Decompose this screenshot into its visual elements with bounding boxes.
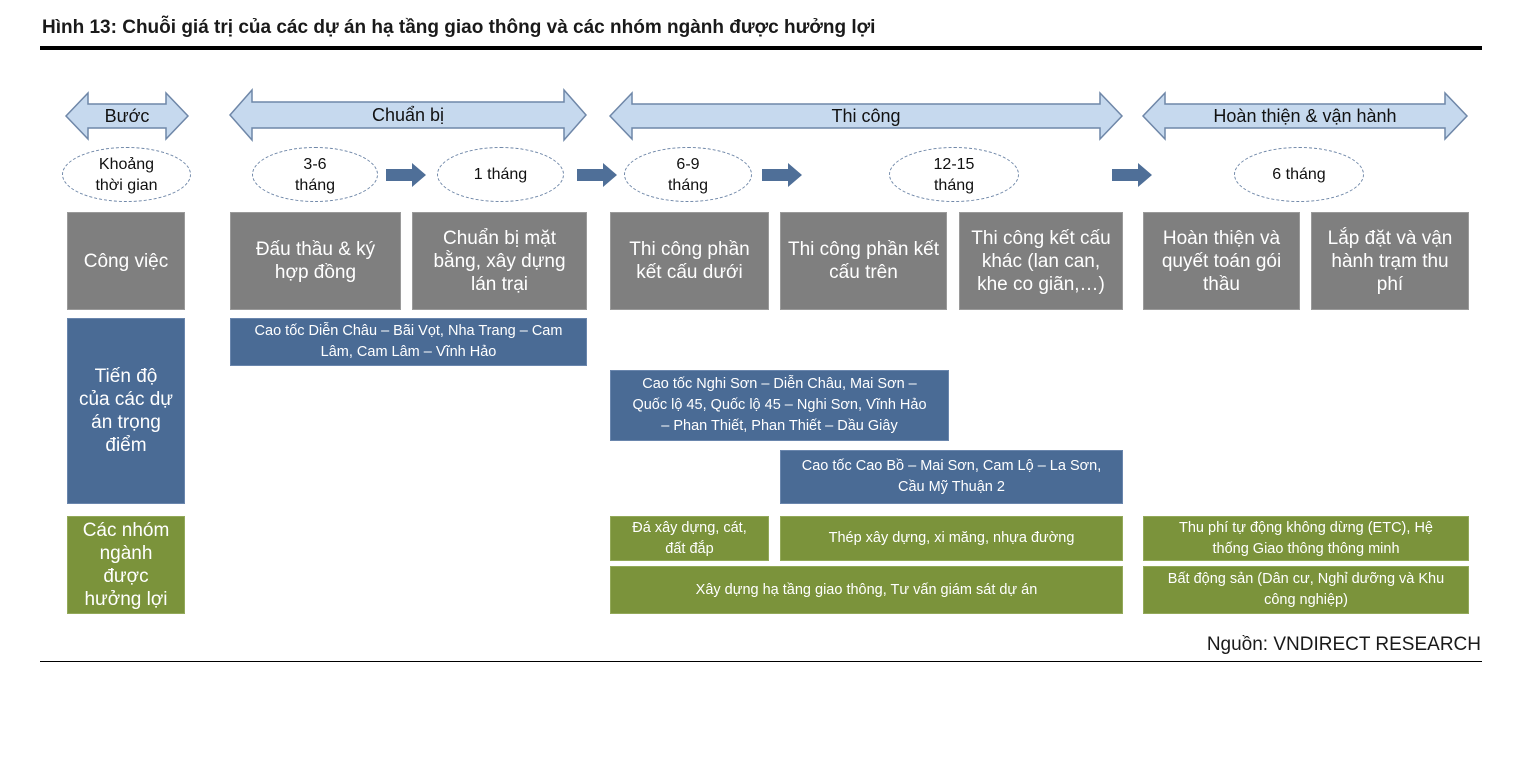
duration-oval-3: 6-9 tháng bbox=[624, 147, 752, 202]
duration-oval-5: 6 tháng bbox=[1234, 147, 1364, 202]
figure-title: Hình 13: Chuỗi giá trị của các dự án hạ … bbox=[42, 17, 876, 38]
beneficiary-box-3: Thu phí tự động không dừng (ETC), Hệ thố… bbox=[1143, 516, 1469, 561]
progress-bar-1: Cao tốc Diễn Châu – Bãi Vọt, Nha Trang –… bbox=[230, 318, 587, 366]
phase-arrow-prepare bbox=[229, 88, 587, 142]
task-box-5: Thi công kết cấu khác (lan can, khe co g… bbox=[959, 212, 1123, 310]
row-label-tasks: Công việc bbox=[67, 212, 185, 310]
duration-text-5: 6 tháng bbox=[1272, 166, 1326, 183]
task-box-4: Thi công phần kết cấu trên bbox=[780, 212, 947, 310]
forward-arrow-icon bbox=[1112, 163, 1152, 187]
duration-text-3: 6-9 tháng bbox=[667, 155, 709, 194]
duration-text-2: 1 tháng bbox=[473, 166, 528, 183]
forward-arrow-icon bbox=[386, 163, 426, 187]
task-box-2: Chuẩn bị mặt bằng, xây dựng lán trại bbox=[412, 212, 587, 310]
task-box-7: Lắp đặt và vận hành trạm thu phí bbox=[1311, 212, 1469, 310]
row-label-progress: Tiến độ của các dự án trọng điểm bbox=[67, 318, 185, 504]
task-box-1: Đấu thầu & ký hợp đồng bbox=[230, 212, 401, 310]
duration-label-oval: Khoảng thời gian bbox=[62, 147, 191, 202]
beneficiary-box-5: Bất động sản (Dân cư, Nghỉ dưỡng và Khu … bbox=[1143, 566, 1469, 614]
beneficiary-box-4: Xây dựng hạ tầng giao thông, Tư vấn giám… bbox=[610, 566, 1123, 614]
row-label-beneficiaries: Các nhóm ngành được hưởng lợi bbox=[67, 516, 185, 614]
title-rule bbox=[40, 46, 1482, 50]
phase-label-step: Bước bbox=[104, 105, 150, 126]
phase-arrow-construct bbox=[608, 91, 1124, 141]
progress-bar-2: Cao tốc Nghi Sơn – Diễn Châu, Mai Sơn – … bbox=[610, 370, 949, 441]
duration-text-4: 12-15 tháng bbox=[933, 155, 975, 194]
source-note: Nguồn: VNDIRECT RESEARCH bbox=[1206, 634, 1481, 655]
phase-arrow-step bbox=[64, 91, 190, 141]
phase-arrow-finish bbox=[1141, 91, 1469, 141]
phase-label-construct: Thi công bbox=[831, 105, 901, 126]
duration-label: Khoảng thời gian bbox=[95, 155, 158, 194]
task-box-3: Thi công phần kết cấu dưới bbox=[610, 212, 769, 310]
beneficiary-box-1: Đá xây dựng, cát, đất đắp bbox=[610, 516, 769, 561]
duration-text-1: 3-6 tháng bbox=[294, 155, 336, 194]
duration-oval-4: 12-15 tháng bbox=[889, 147, 1019, 202]
bottom-rule bbox=[40, 661, 1482, 662]
duration-oval-1: 3-6 tháng bbox=[252, 147, 378, 202]
duration-oval-2: 1 tháng bbox=[437, 147, 564, 202]
phase-label-finish: Hoàn thiện & vận hành bbox=[1213, 105, 1397, 126]
task-box-6: Hoàn thiện và quyết toán gói thầu bbox=[1143, 212, 1300, 310]
forward-arrow-icon bbox=[577, 163, 617, 187]
forward-arrow-icon bbox=[762, 163, 802, 187]
beneficiary-box-2: Thép xây dựng, xi măng, nhựa đường bbox=[780, 516, 1123, 561]
phase-label-prepare: Chuẩn bị bbox=[371, 104, 445, 125]
progress-bar-3: Cao tốc Cao Bồ – Mai Sơn, Cam Lộ – La Sơ… bbox=[780, 450, 1123, 504]
